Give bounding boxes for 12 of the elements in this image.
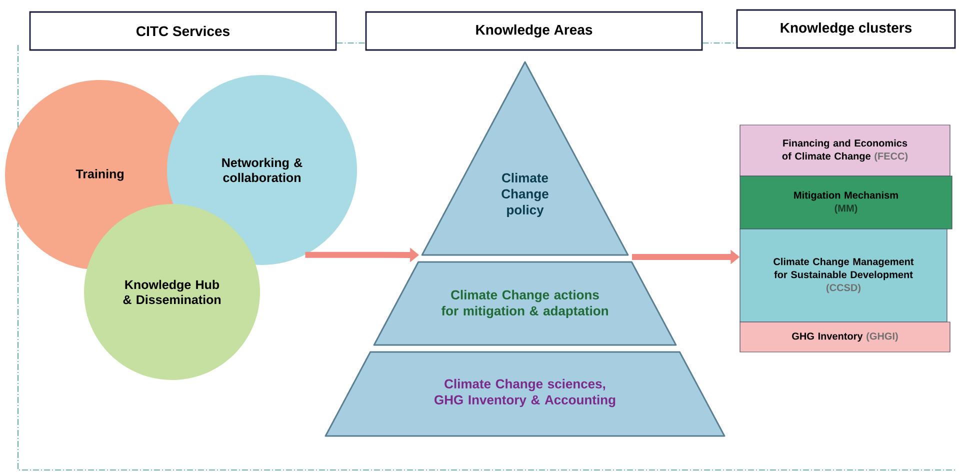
cluster-box: Financing and Economics of Climate Change (FECC) <box>740 124 950 176</box>
cluster-box: GHG Inventory (GHGI) <box>740 322 950 352</box>
header-box: Knowledge clusters <box>736 9 956 49</box>
connector-line <box>702 42 737 44</box>
pyramid-layer: Climate Change policy <box>421 61 629 256</box>
pyramid-layer: Climate Change sciences, GHG Inventory & Accounting <box>324 351 726 437</box>
header-box: Knowledge Areas <box>365 11 703 51</box>
cluster-box: Mitigation Mechanism (MM) <box>740 176 952 230</box>
connector-line <box>336 42 366 44</box>
cluster-box: Climate Change Management for Sustainable Development (CCSD) <box>740 228 948 322</box>
header-box: CITC Services <box>29 11 337 51</box>
pyramid-layer: Climate Change actions for mitigation & adaptation <box>373 261 677 346</box>
